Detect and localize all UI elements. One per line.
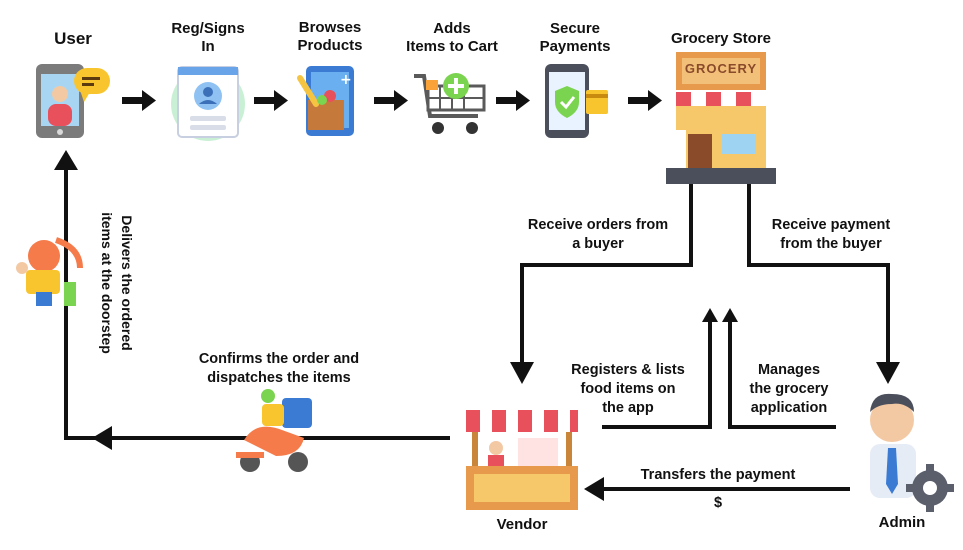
connector-lines: [64, 168, 890, 491]
edge-receive-orders-label: Receive orders from a buyer: [506, 216, 690, 254]
node-store-label: Grocery Store: [670, 30, 772, 47]
arrow-register-to-browse: [254, 90, 288, 111]
arrowhead-deliver: [54, 150, 78, 170]
edge-registers-label: Registers & lists food items on the app: [558, 361, 698, 418]
arrow-browse-to-cart: [374, 90, 408, 111]
node-cart-line1: Adds: [433, 20, 471, 37]
edge-manages-line2: the grocery: [749, 381, 829, 397]
node-register-line2: In: [201, 38, 215, 55]
edge-confirms-label: Confirms the order and dispatches the it…: [176, 350, 382, 388]
node-admin-label: Admin: [878, 514, 926, 531]
arrowhead-admin: [876, 362, 900, 384]
edge-receive-orders-line2: a buyer: [572, 236, 624, 252]
svg-text:+: +: [340, 72, 352, 88]
edge-manages-label: Manages the grocery application: [738, 361, 840, 418]
edge-receive-payment-label: Receive payment from the buyer: [756, 216, 906, 254]
node-payment-line2: Payments: [539, 38, 611, 55]
line-admin-to-store: [728, 320, 836, 429]
node-payment-label: Secure Payments: [526, 20, 624, 56]
scooter-dispatch-icon: [236, 389, 312, 472]
node-payment-line1: Secure: [549, 20, 601, 37]
edge-receive-orders-line1: Receive orders from: [527, 217, 669, 233]
line-store-to-admin: [747, 184, 890, 362]
login-profile-icon: [171, 66, 245, 141]
edge-confirms-line1: Confirms the order and: [198, 351, 360, 367]
edge-transfers-currency: $: [713, 495, 723, 511]
shopping-cart-add-icon: [414, 73, 486, 134]
arrowhead-vendor: [510, 362, 534, 384]
node-register-line1: Reg/Signs: [171, 20, 245, 37]
edge-confirms-line2: dispatches the items: [207, 370, 351, 386]
line-vendor-to-store: [602, 320, 712, 429]
node-browse-line2: Products: [297, 37, 363, 54]
arrowhead-transfer: [584, 477, 604, 501]
smartphone-chat-icon: [36, 64, 110, 138]
node-browse-label: Browses Products: [282, 19, 378, 55]
edge-receive-payment-line2: from the buyer: [780, 236, 882, 252]
edge-transfers-label: Transfers the payment $: [618, 466, 818, 513]
arrowhead-manages-up: [722, 308, 738, 322]
vendor-stall-icon: [466, 410, 578, 510]
node-cart-label: Adds Items to Cart: [392, 20, 512, 56]
line-vendor-to-user: [64, 168, 450, 440]
edge-delivers-label: Delivers the ordered items at the doorst…: [97, 193, 137, 373]
edge-delivers-line1: Delivers the ordered: [119, 215, 135, 351]
arrowhead-registers-up: [702, 308, 718, 322]
edge-receive-payment-line1: Receive payment: [771, 217, 891, 233]
admin-gear-icon: [870, 393, 954, 512]
arrow-cart-to-payment: [496, 90, 530, 111]
delivery-scooter-icon: [16, 237, 83, 306]
secure-payment-phone-icon: [545, 64, 608, 138]
arrowhead-dispatch: [92, 426, 112, 450]
node-browse-line1: Browses: [298, 19, 362, 36]
edge-registers-line3: the app: [602, 400, 654, 416]
node-register-label: Reg/Signs In: [158, 20, 258, 56]
edge-manages-line1: Manages: [757, 362, 821, 378]
node-user-label: User: [54, 29, 92, 48]
line-store-to-vendor: [520, 184, 693, 362]
node-vendor-label: Vendor: [496, 516, 548, 533]
edge-transfers-line1: Transfers the payment: [640, 467, 796, 483]
arrow-payment-to-store: [628, 90, 662, 111]
grocery-bag-tablet-icon: +: [297, 66, 354, 136]
edge-manages-line3: application: [750, 400, 828, 416]
edge-registers-line2: food items on: [580, 381, 676, 397]
edge-registers-line1: Registers & lists: [571, 362, 685, 378]
edge-delivers-line2: items at the doorstep: [99, 212, 115, 354]
grocery-store-icon: [666, 52, 776, 184]
store-sign-text: GROCERY: [684, 61, 758, 76]
node-cart-line2: Items to Cart: [406, 38, 498, 55]
arrow-user-to-register: [122, 90, 156, 111]
